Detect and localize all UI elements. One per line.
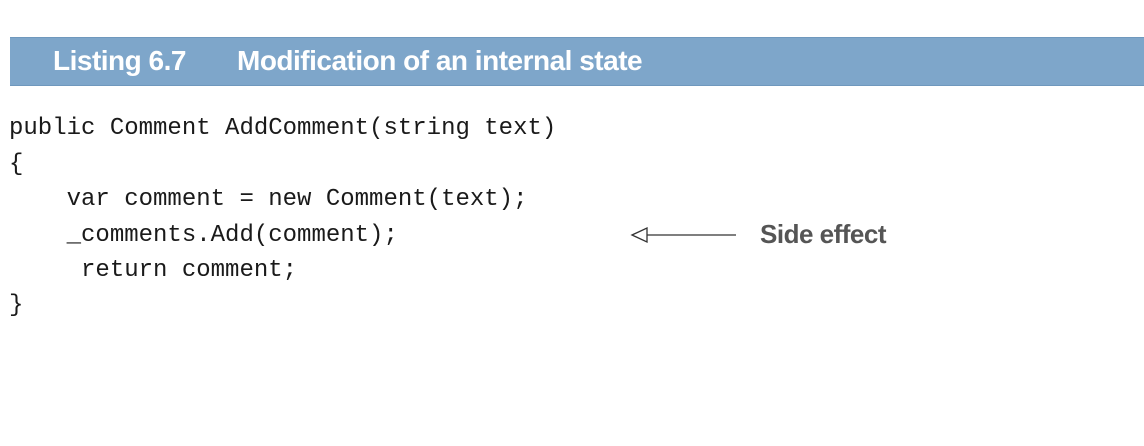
code-line: { xyxy=(9,151,24,178)
listing-header: Listing 6.7 Modification of an internal … xyxy=(10,37,1144,86)
listing-number: Listing 6.7 xyxy=(53,45,186,76)
code-line: var comment = new Comment(text); xyxy=(9,186,528,213)
left-arrow-icon xyxy=(630,226,736,244)
listing-title: Modification of an internal state xyxy=(237,45,643,76)
code-line: public Comment AddComment(string text) xyxy=(9,115,557,142)
code-line: return comment; xyxy=(9,257,298,284)
annotation-label: Side effect xyxy=(760,219,887,249)
code-line: _comments.Add(comment); xyxy=(9,222,398,249)
code-line: } xyxy=(9,292,24,319)
